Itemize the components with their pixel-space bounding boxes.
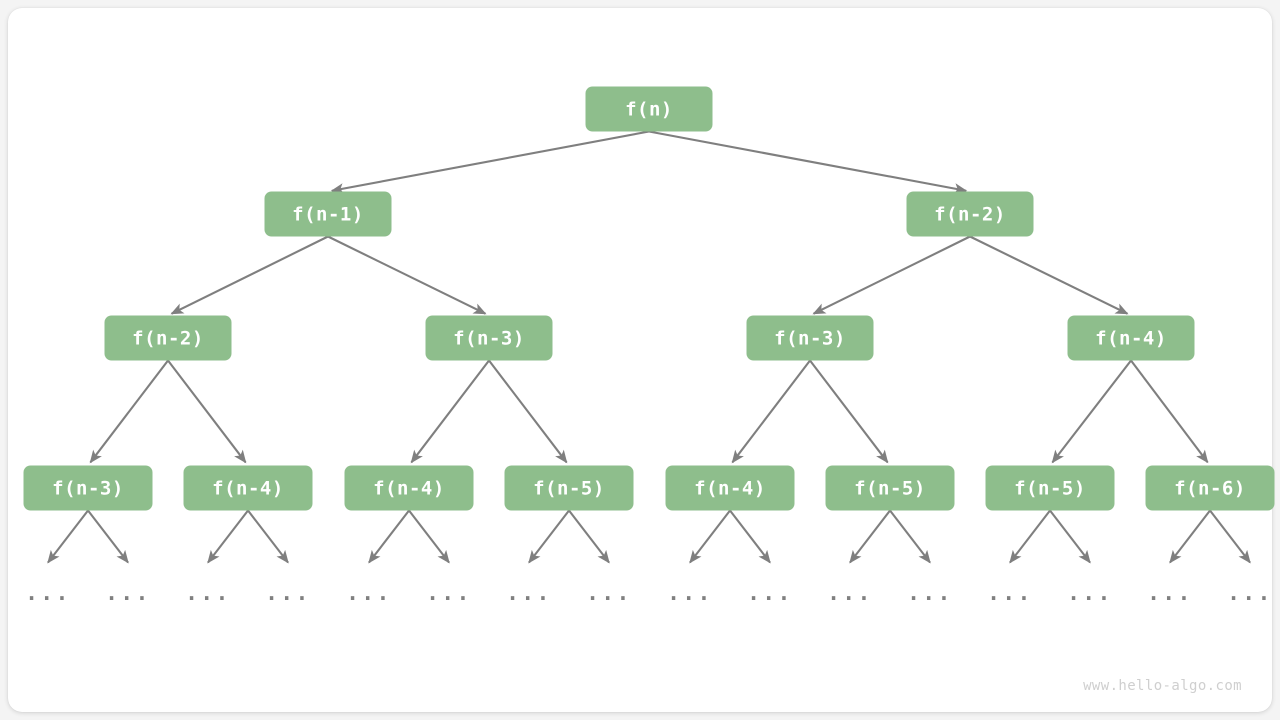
tree-node-box bbox=[183, 465, 313, 511]
tree-leaf-stub-edge bbox=[247, 509, 289, 564]
tree-node: f(n-3) bbox=[746, 315, 874, 361]
tree-ellipsis: ... bbox=[265, 581, 310, 605]
tree-ellipsis: ... bbox=[506, 581, 551, 605]
tree-leaf-stub-edge bbox=[729, 509, 771, 564]
tree-node-box bbox=[23, 465, 153, 511]
tree-node-label: f(n-2) bbox=[934, 204, 1006, 226]
tree-ellipsis: ... bbox=[827, 581, 872, 605]
tree-leaf-stub-edge bbox=[528, 509, 570, 564]
tree-node: f(n-4) bbox=[665, 465, 795, 511]
tree-leaf-stub-edge bbox=[1049, 509, 1091, 564]
tree-edge bbox=[969, 235, 1129, 315]
tree-node-box bbox=[585, 86, 713, 132]
tree-node-box bbox=[104, 315, 232, 361]
tree-node-box bbox=[985, 465, 1115, 511]
tree-node-label: f(n-3) bbox=[453, 328, 525, 350]
tree-ellipsis: ... bbox=[1147, 581, 1192, 605]
tree-edge bbox=[1130, 359, 1209, 464]
tree-ellipsis: ... bbox=[586, 581, 631, 605]
tree-ellipsis: ... bbox=[426, 581, 471, 605]
tree-edge bbox=[170, 235, 329, 315]
tree-edge bbox=[488, 359, 568, 464]
tree-node-label: f(n-4) bbox=[373, 478, 445, 500]
tree-node: f(n-2) bbox=[906, 191, 1034, 237]
tree-leaf-stub-edge bbox=[889, 509, 931, 564]
tree-leaf-stub-edge bbox=[368, 509, 410, 564]
tree-node: f(n-3) bbox=[23, 465, 153, 511]
tree-node: f(n-4) bbox=[183, 465, 313, 511]
tree-leaf-stub-edge bbox=[207, 509, 249, 564]
tree-node-label: f(n-4) bbox=[694, 478, 766, 500]
tree-leaf-stub-edge bbox=[568, 509, 610, 564]
tree-edge bbox=[89, 359, 169, 464]
tree-leaf-stub-edge bbox=[689, 509, 731, 564]
tree-nodes: f(n) f(n-1) f(n-2) f(n-2) f(n-3) f(n-3) f(n-4)… bbox=[23, 86, 1275, 511]
tree-ellipsis: ... bbox=[667, 581, 712, 605]
tree-ellipsis: ... bbox=[185, 581, 230, 605]
tree-leaf-stub-edge bbox=[408, 509, 450, 564]
tree-node-label: f(n-3) bbox=[52, 478, 124, 500]
tree-ellipsis: ... bbox=[747, 581, 792, 605]
tree-node-box bbox=[264, 191, 392, 237]
tree-node-label: f(n) bbox=[625, 99, 673, 121]
tree-node-box bbox=[1145, 465, 1275, 511]
tree-node-label: f(n-4) bbox=[212, 478, 284, 500]
tree-edge bbox=[1051, 359, 1132, 464]
tree-node-box bbox=[425, 315, 553, 361]
tree-node: f(n-3) bbox=[425, 315, 553, 361]
tree-node-label: f(n-5) bbox=[533, 478, 605, 500]
tree-leaf-stub-edge bbox=[87, 509, 129, 564]
tree-edge bbox=[809, 359, 889, 464]
tree-ellipsis: ... bbox=[1227, 581, 1272, 605]
tree-node-box bbox=[1067, 315, 1195, 361]
tree-node: f(n-5) bbox=[985, 465, 1115, 511]
tree-node: f(n-4) bbox=[1067, 315, 1195, 361]
tree-node: f(n-6) bbox=[1145, 465, 1275, 511]
tree-ellipsis: ... bbox=[25, 581, 70, 605]
tree-node-label: f(n-2) bbox=[132, 328, 204, 350]
tree-node: f(n-4) bbox=[344, 465, 474, 511]
figure-card: f(n) f(n-1) f(n-2) f(n-2) f(n-3) f(n-3) f(n-4)… bbox=[8, 8, 1275, 712]
tree-node-label: f(n-4) bbox=[1095, 328, 1167, 350]
tree-ellipsis: ... bbox=[346, 581, 391, 605]
tree-edge bbox=[167, 359, 247, 464]
tree-node: f(n-2) bbox=[104, 315, 232, 361]
tree-ellipsis: ... bbox=[987, 581, 1032, 605]
tree-node-label: f(n-5) bbox=[854, 478, 926, 500]
tree-node-box bbox=[665, 465, 795, 511]
tree-leaf-stubs bbox=[47, 509, 1251, 564]
tree-node: f(n-5) bbox=[825, 465, 955, 511]
tree-node: f(n-1) bbox=[264, 191, 392, 237]
tree-node: f(n-5) bbox=[504, 465, 634, 511]
tree-edge bbox=[327, 235, 487, 315]
watermark: www.hello-algo.com bbox=[1083, 678, 1242, 694]
tree-node-box bbox=[504, 465, 634, 511]
tree-edge bbox=[410, 359, 490, 464]
tree-ellipses: ........................................… bbox=[25, 581, 1272, 605]
tree-leaf-stub-edge bbox=[1009, 509, 1051, 564]
tree-leaf-stub-edge bbox=[47, 509, 89, 564]
tree-leaf-stub-edge bbox=[1169, 509, 1211, 564]
tree-ellipsis: ... bbox=[105, 581, 150, 605]
tree-node-label: f(n-1) bbox=[292, 204, 364, 226]
tree-node-box bbox=[344, 465, 474, 511]
tree-node-box bbox=[746, 315, 874, 361]
tree-node-box bbox=[906, 191, 1034, 237]
recursion-tree-svg: f(n) f(n-1) f(n-2) f(n-2) f(n-3) f(n-3) f(n-4)… bbox=[23, 86, 1275, 605]
tree-node-label: f(n-6) bbox=[1174, 478, 1246, 500]
tree-node-label: f(n-3) bbox=[774, 328, 846, 350]
tree-node-label: f(n-5) bbox=[1014, 478, 1086, 500]
tree-edge bbox=[330, 130, 650, 194]
tree-edge bbox=[731, 359, 811, 464]
tree-edges bbox=[89, 130, 1209, 464]
tree-node: f(n) bbox=[585, 86, 713, 132]
tree-leaf-stub-edge bbox=[849, 509, 891, 564]
tree-edge bbox=[812, 235, 971, 315]
tree-ellipsis: ... bbox=[907, 581, 952, 605]
tree-ellipsis: ... bbox=[1067, 581, 1112, 605]
tree-node-box bbox=[825, 465, 955, 511]
tree-edge bbox=[648, 130, 968, 194]
tree-leaf-stub-edge bbox=[1209, 509, 1251, 564]
